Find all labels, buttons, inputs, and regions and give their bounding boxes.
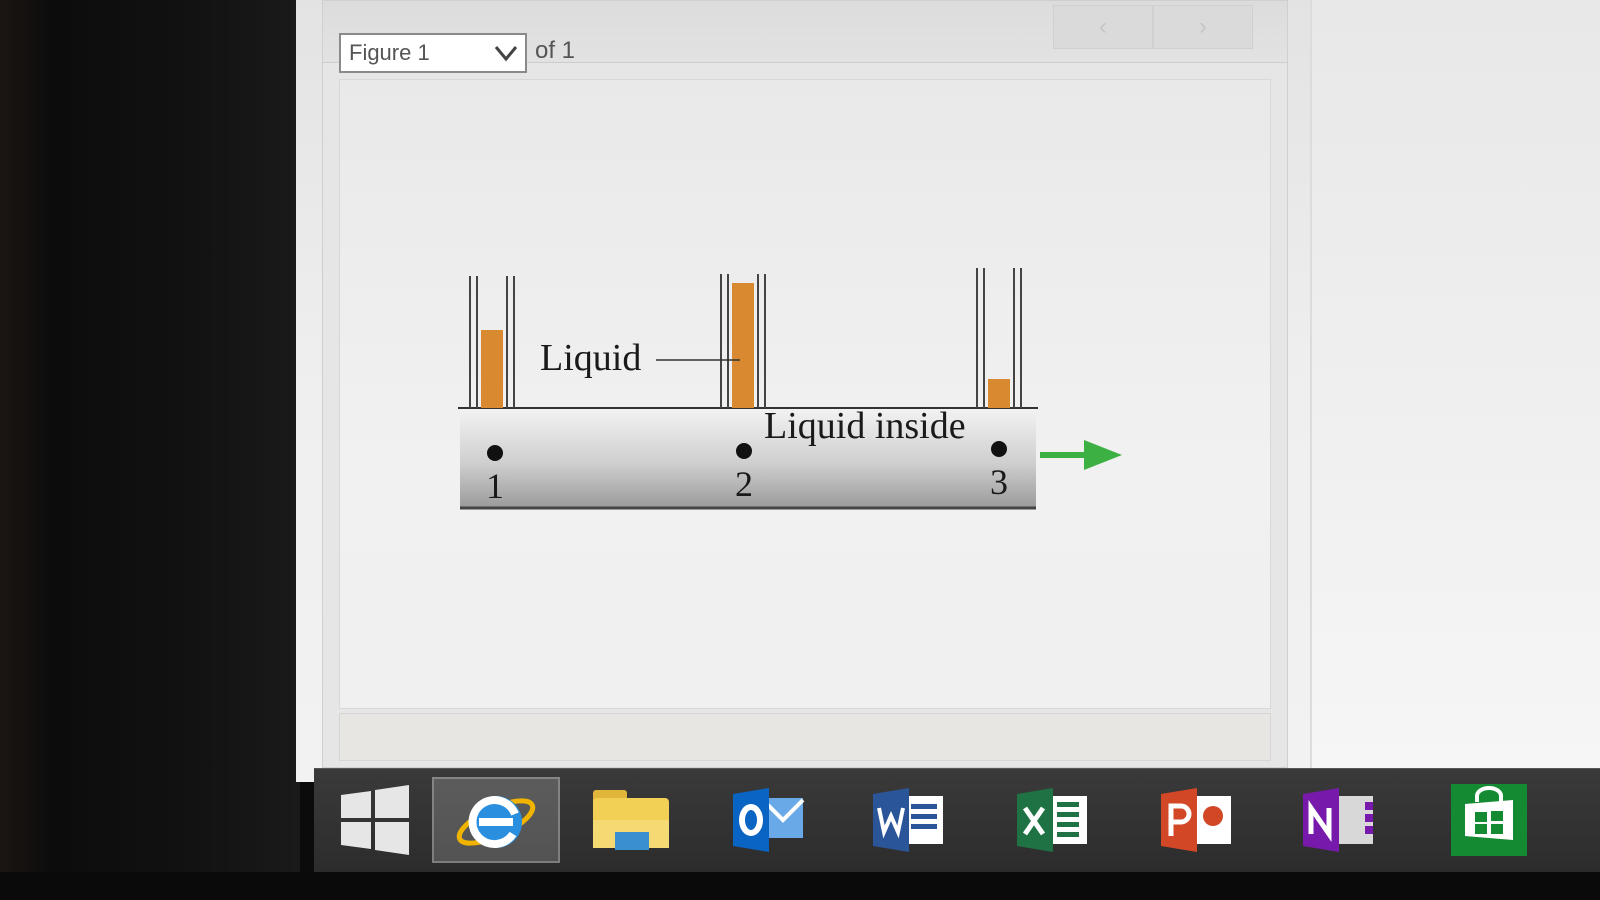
taskbar-excel[interactable] [998, 777, 1108, 863]
taskbar-onenote[interactable] [1284, 777, 1394, 863]
store-icon [1451, 784, 1527, 856]
point-1-label: 1 [486, 466, 504, 506]
figure-select[interactable]: Figure 1 [339, 33, 527, 73]
chevron-left-icon: ‹ [1099, 13, 1107, 40]
pipe [460, 408, 1036, 508]
taskbar-internet-explorer[interactable] [432, 777, 560, 863]
flow-arrow [1040, 440, 1122, 470]
liquid-column-1 [481, 330, 503, 408]
monitor-bezel-bottom [0, 872, 1600, 900]
taskbar-powerpoint[interactable] [1142, 777, 1252, 863]
liquid-column-3 [988, 379, 1010, 408]
liquid-label: Liquid [540, 337, 641, 379]
monitor-bezel-left [0, 0, 300, 900]
taskbar-store[interactable] [1434, 777, 1544, 863]
tube-2 [720, 274, 766, 408]
powerpoint-icon [1161, 788, 1231, 852]
viewer-toolbar: Figure 1 of 1 ‹ › [323, 1, 1287, 73]
figure-nav: ‹ › [1053, 5, 1253, 49]
figure-viewer: Figure 1 of 1 ‹ › [322, 0, 1288, 768]
taskbar [314, 768, 1600, 872]
chevron-right-icon: › [1199, 13, 1207, 40]
liquid-inside-label: Liquid inside [764, 405, 966, 447]
liquid-column-2 [732, 283, 754, 408]
point-3-label: 3 [990, 462, 1008, 502]
prev-figure-button[interactable]: ‹ [1053, 5, 1153, 49]
file-explorer-icon [593, 790, 669, 850]
chevron-down-icon [494, 46, 518, 62]
start-icon [341, 785, 409, 855]
outlook-icon [733, 788, 805, 852]
pipe-diagram: Liquid Liquid inside 1 2 3 [458, 268, 1122, 510]
figure-caption-bar [339, 713, 1271, 761]
figure-canvas: Liquid Liquid inside 1 2 3 [339, 79, 1271, 709]
taskbar-outlook[interactable] [714, 777, 824, 863]
right-panel [1310, 0, 1600, 782]
taskbar-word[interactable] [854, 777, 964, 863]
tube-3 [976, 268, 1022, 408]
point-2-dot [736, 443, 752, 459]
start-button[interactable] [320, 777, 430, 863]
onenote-icon [1303, 788, 1373, 852]
point-3-dot [991, 441, 1007, 457]
tube-1 [469, 276, 515, 408]
internet-explorer-icon [456, 796, 536, 849]
next-figure-button[interactable]: › [1153, 5, 1253, 49]
figure-select-value: Figure 1 [349, 40, 430, 65]
figure-count: of 1 [535, 37, 576, 64]
word-icon [873, 788, 943, 852]
point-2-label: 2 [735, 464, 753, 504]
point-1-dot [487, 445, 503, 461]
excel-icon [1017, 788, 1087, 852]
taskbar-file-explorer[interactable] [576, 777, 686, 863]
